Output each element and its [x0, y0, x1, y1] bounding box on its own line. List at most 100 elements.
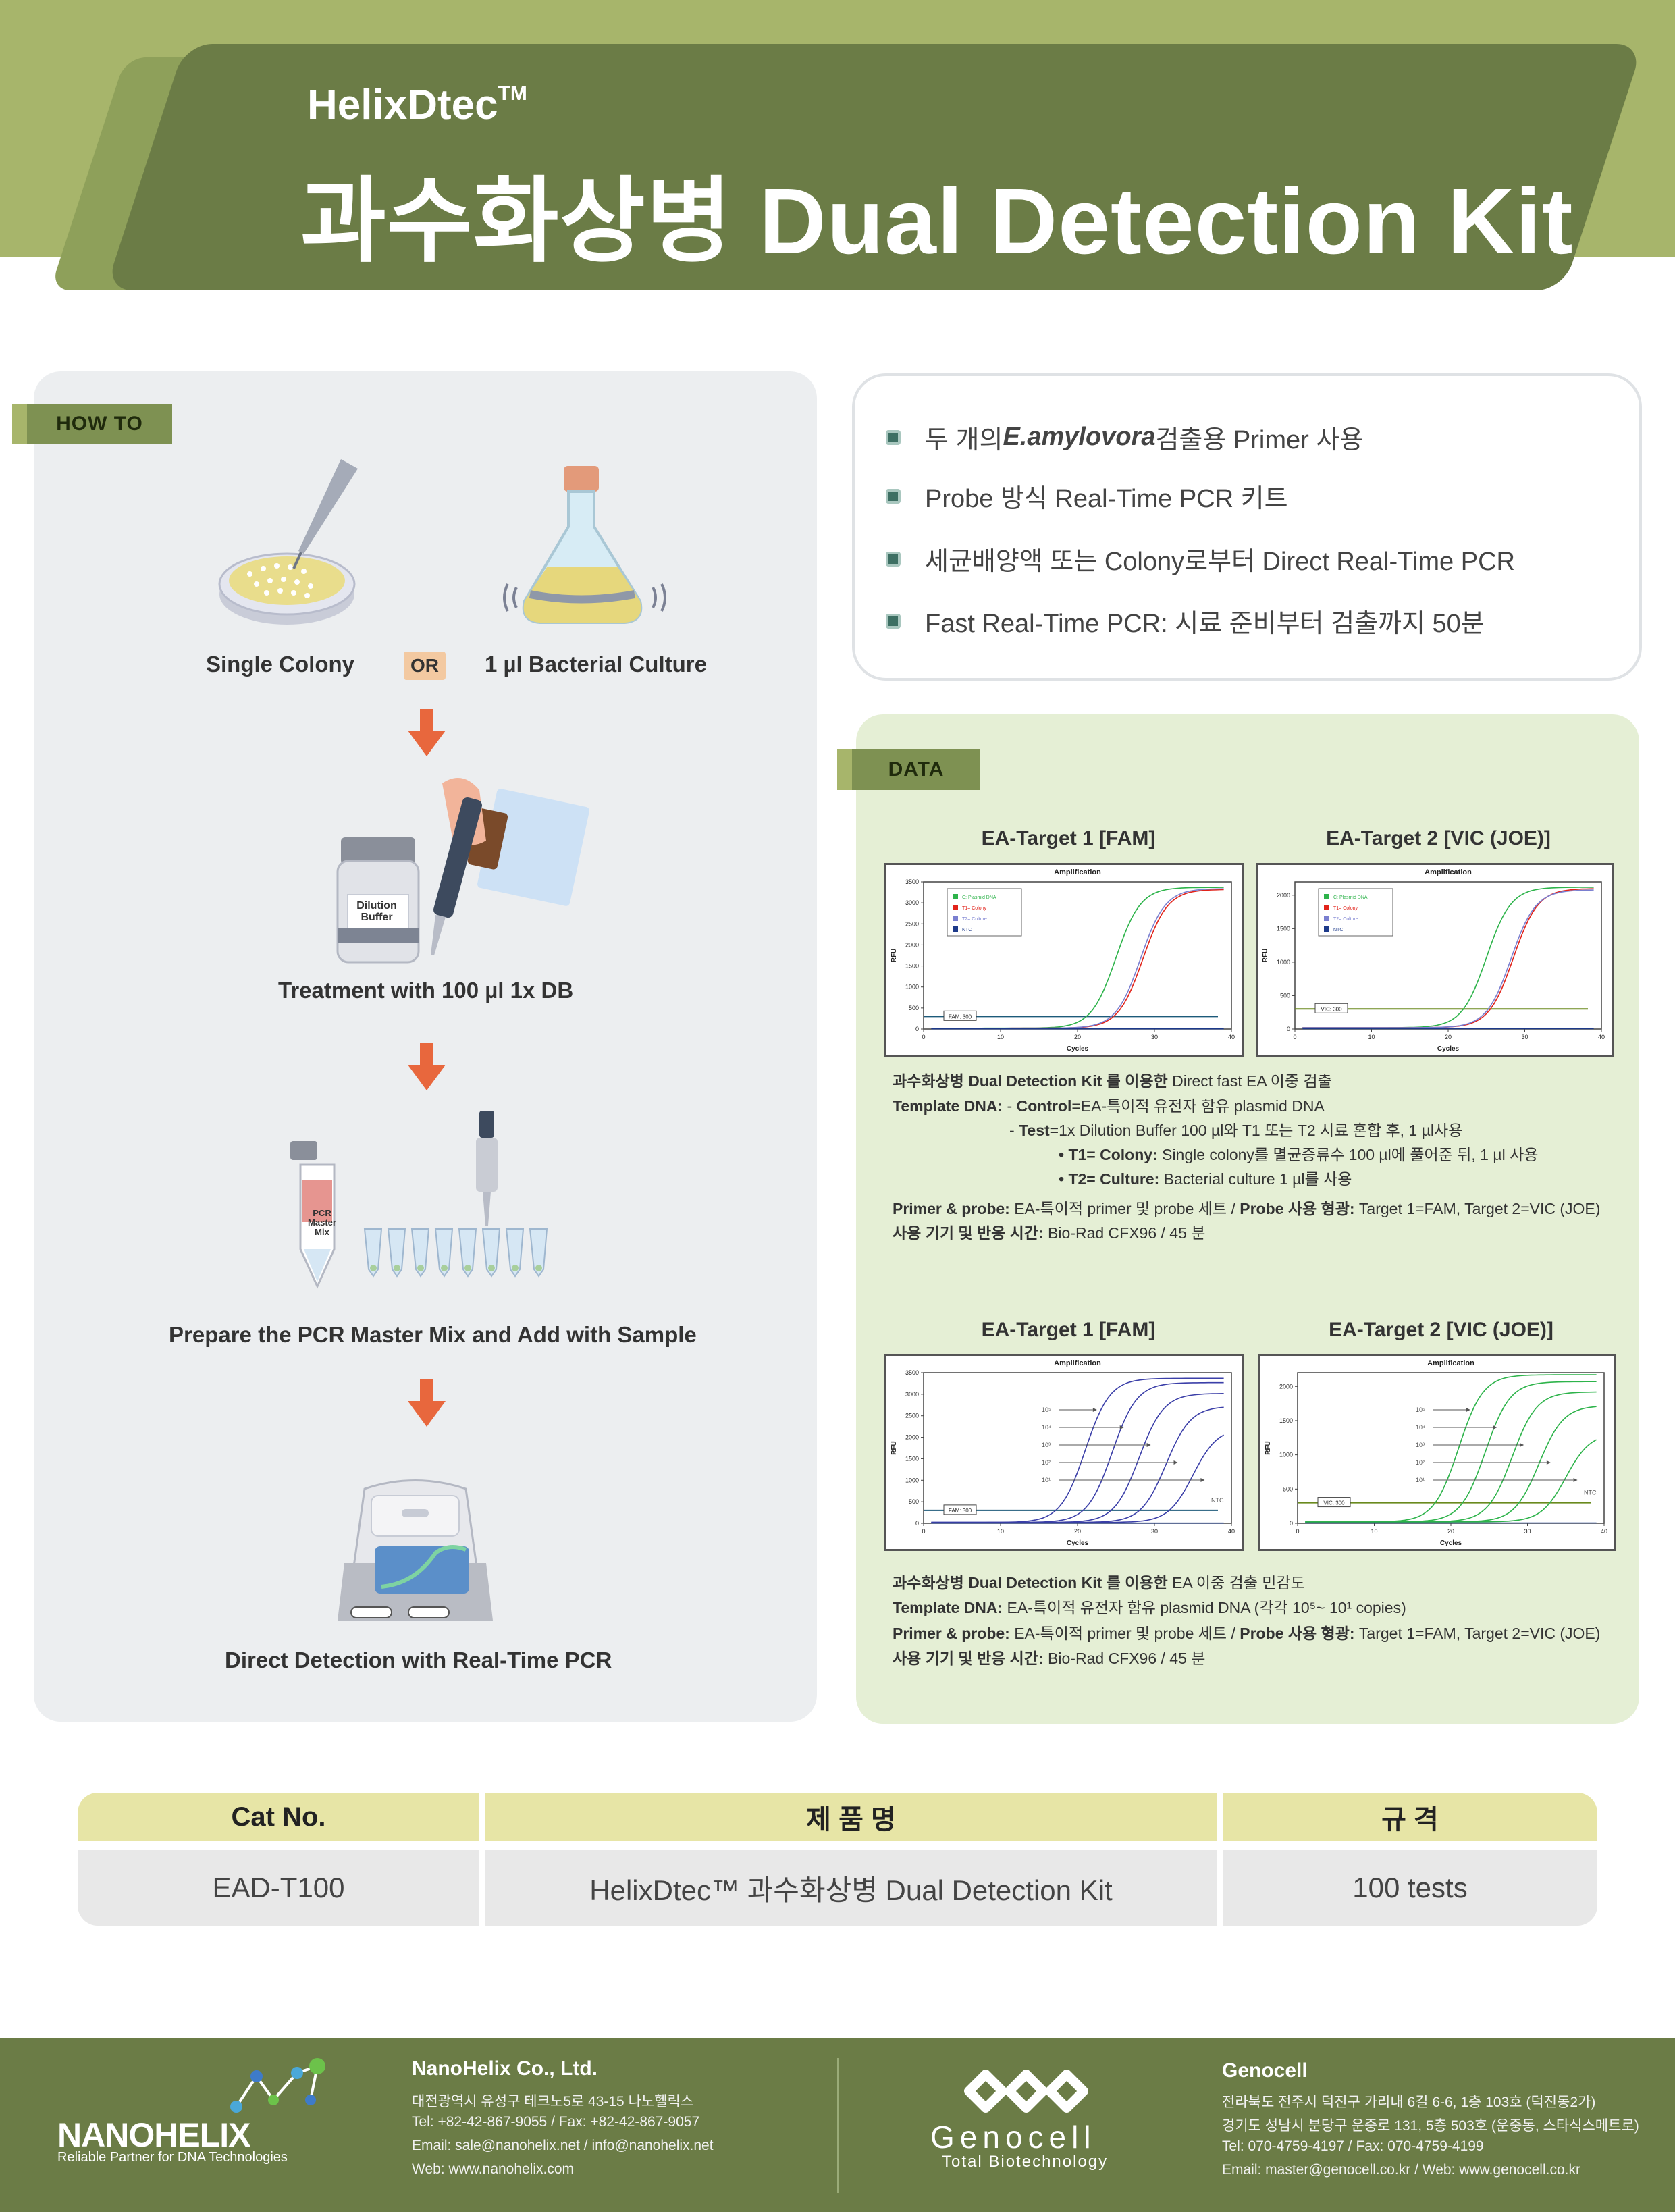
x-tick-label: 0 — [922, 1034, 925, 1041]
nanohelix-company-name: NanoHelix Co., Ltd. — [412, 2057, 598, 2080]
down-arrow-icon — [408, 1379, 446, 1427]
dilution-label: 10⁵ — [1416, 1406, 1425, 1413]
y-tick-label: 500 — [1280, 992, 1290, 999]
dilution-label: 10² — [1042, 1459, 1051, 1466]
data-note: 과수화상병 Dual Detection Kit 를 이용한 EA 이중 검출 … — [893, 1574, 1305, 1591]
x-tick-label: 20 — [1447, 1528, 1454, 1535]
ntc-label: NTC — [1584, 1490, 1597, 1496]
y-axis-label: RFU — [890, 949, 898, 963]
single-colony-label: Single Colony — [206, 652, 355, 677]
legend-swatch — [1324, 905, 1329, 910]
dilution-label: 10³ — [1416, 1442, 1425, 1448]
genocell-logo: Genocell — [930, 2119, 1096, 2155]
table-header-cat-no: Cat No. — [78, 1793, 479, 1841]
legend-item: C: Plasmid DNA — [1333, 895, 1368, 900]
series-line — [931, 1434, 1225, 1523]
down-arrow-icon — [408, 1043, 446, 1090]
plot-title: Amplification — [1054, 1359, 1101, 1367]
table-cell-cat-no: EAD-T100 — [78, 1850, 479, 1926]
dilution-label: 10³ — [1042, 1442, 1051, 1448]
x-tick-label: 40 — [1228, 1528, 1235, 1535]
data-note: Template DNA: EA-특이적 유전자 함유 plasmid DNA … — [893, 1599, 1406, 1616]
threshold-label: VIC: 300 — [1321, 1006, 1342, 1012]
x-tick-label: 10 — [997, 1034, 1004, 1041]
data-tag: DATA — [843, 749, 980, 790]
y-tick-label: 2000 — [1277, 892, 1290, 899]
feature-item: 두 개의 E.amylovora 검출용 Primer 사용 — [886, 419, 1363, 456]
feature-item: 세균배양액 또는 Colony로부터 Direct Real-Time PCR — [886, 540, 1515, 577]
howto-tag: HOW TO — [18, 404, 172, 444]
dilution-buffer-label: Dilution Buffer — [356, 900, 397, 923]
x-tick-label: 10 — [1368, 1034, 1375, 1041]
y-tick-label: 3500 — [905, 878, 919, 885]
legend-item: T2= Culture — [1333, 917, 1358, 922]
threshold-label-box — [1317, 1497, 1351, 1508]
nanohelix-email: Email: sale@nanohelix.net / info@nanohel… — [412, 2138, 714, 2153]
data-note: Template DNA: - Control=EA-특이적 유전자 함유 pl… — [893, 1097, 1325, 1115]
legend-swatch — [953, 916, 958, 921]
dilution-arrowhead — [1493, 1425, 1497, 1429]
x-axis-label: Cycles — [1067, 1045, 1089, 1053]
plot-title: Amplification — [1054, 868, 1101, 876]
dilution-label: 10⁴ — [1416, 1424, 1425, 1431]
dilution-arrowhead — [1200, 1478, 1205, 1482]
series-line — [1305, 1439, 1597, 1523]
dilution-label: 10⁴ — [1042, 1424, 1051, 1431]
bullet-icon — [886, 429, 901, 445]
genocell-phone: Tel: 070-4759-4197 / Fax: 070-4759-4199 — [1222, 2138, 1484, 2154]
chart-title: EA-Target 1 [FAM] — [981, 827, 1156, 849]
x-axis-label: Cycles — [1067, 1539, 1089, 1547]
series-line — [1302, 889, 1594, 1028]
y-tick-label: 3000 — [905, 899, 919, 906]
footer-divider — [837, 2058, 839, 2193]
feature-item: Fast Real-Time PCR: 시료 준비부터 검출까지 50분 — [886, 602, 1485, 639]
nanohelix-address: 대전광역시 유성구 테크노5로 43-15 나노헬릭스 — [412, 2094, 694, 2109]
petri-dish-icon — [218, 459, 358, 625]
legend-item: NTC — [962, 928, 972, 932]
dilution-arrowhead — [1546, 1460, 1551, 1465]
y-tick-label: 1500 — [1279, 1417, 1293, 1424]
y-axis-label: RFU — [1262, 949, 1269, 963]
bullet-icon — [886, 551, 901, 567]
genocell-address: 전라북도 전주시 덕진구 가리내 6길 6-6, 1층 103호 (덕진동2가) — [1222, 2095, 1596, 2110]
table-cell-spec: 100 tests — [1223, 1850, 1597, 1926]
threshold-label-box — [943, 1010, 977, 1021]
legend-swatch — [953, 926, 958, 932]
table-header-spec: 규 격 — [1223, 1793, 1597, 1841]
legend-swatch — [1324, 916, 1329, 921]
ntc-label: NTC — [1211, 1497, 1224, 1504]
dilution-arrowhead — [1573, 1478, 1578, 1482]
legend-box — [1318, 888, 1393, 937]
legend-item: T1= Colony — [962, 906, 986, 911]
genocell-logo-icon — [964, 2070, 1088, 2113]
y-tick-label: 0 — [1290, 1520, 1293, 1527]
dilution-arrowhead — [1146, 1443, 1151, 1447]
threshold-label: FAM: 300 — [949, 1013, 972, 1020]
x-tick-label: 10 — [997, 1528, 1004, 1535]
dna-molecule-icon — [230, 2058, 325, 2113]
or-badge: OR — [404, 652, 446, 680]
x-axis-label: Cycles — [1440, 1539, 1462, 1547]
y-axis-label: RFU — [890, 1441, 898, 1455]
direct-detection-label: Direct Detection with Real-Time PCR — [225, 1648, 612, 1673]
flask-icon — [503, 466, 666, 624]
plot-title: Amplification — [1425, 868, 1472, 876]
x-tick-label: 30 — [1151, 1528, 1158, 1535]
y-tick-label: 500 — [909, 1498, 919, 1505]
page-title: 과수화상병 Dual Detection Kit — [300, 169, 1574, 273]
dilution-label: 10¹ — [1042, 1477, 1051, 1483]
dilution-label: 10² — [1416, 1459, 1425, 1466]
y-axis-label: RFU — [1265, 1441, 1272, 1455]
y-tick-label: 1000 — [1279, 1452, 1293, 1458]
treatment-label: Treatment with 100 µl 1x DB — [278, 978, 574, 1003]
bullet-icon — [886, 613, 901, 629]
nanohelix-phone: Tel: +82-42-867-9055 / Fax: +82-42-867-9… — [412, 2114, 700, 2130]
plot-area — [923, 1372, 1232, 1524]
dilution-arrowhead — [1466, 1408, 1470, 1412]
data-note: 사용 기기 및 반응 시간: Bio-Rad CFX96 / 45 분 — [893, 1650, 1206, 1667]
y-tick-label: 1000 — [905, 1477, 919, 1483]
y-tick-label: 0 — [915, 1026, 919, 1032]
